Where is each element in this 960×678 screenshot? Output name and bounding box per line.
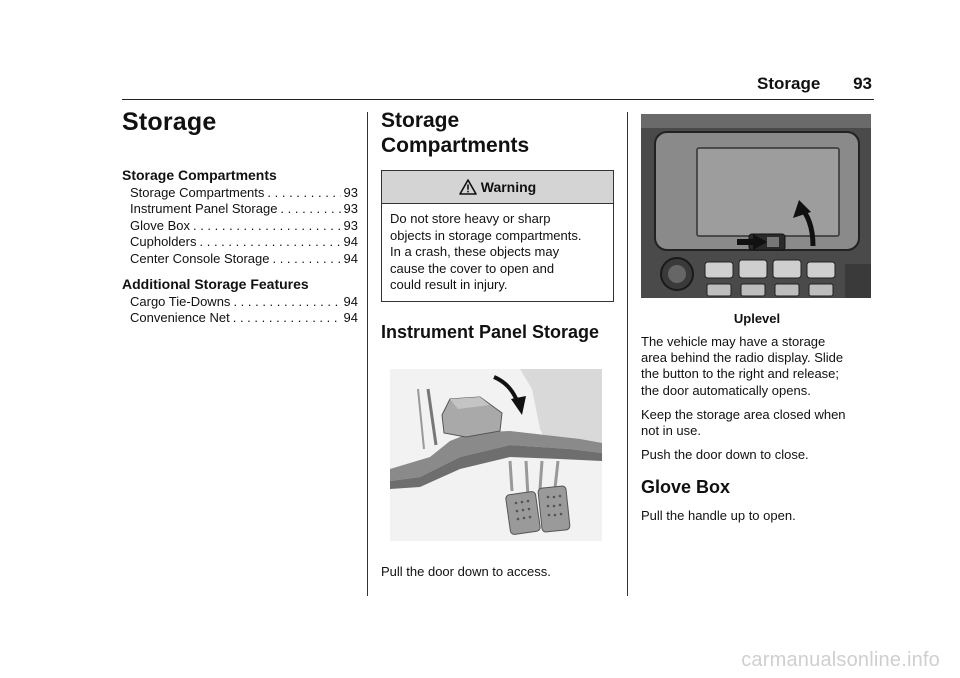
- warning-line: Do not store heavy or sharp: [390, 211, 551, 226]
- subsection-heading: Glove Box: [641, 477, 731, 498]
- paragraph-line: The vehicle may have a storage: [641, 334, 826, 349]
- toc-entry[interactable]: Instrument Panel Storage 93: [130, 201, 358, 217]
- toc-leader: [233, 310, 341, 326]
- paragraph-line: Keep the storage area closed when: [641, 406, 846, 422]
- toc-leader: [233, 294, 340, 310]
- running-header-section: Storage: [757, 74, 821, 93]
- chapter-title: Storage: [122, 108, 217, 136]
- subsection-heading: Instrument Panel Storage: [381, 321, 600, 342]
- toc-entry-page: 93: [343, 217, 358, 233]
- toc-entry[interactable]: Convenience Net 94: [130, 310, 358, 326]
- toc-leader: [200, 234, 341, 250]
- toc-list: Cargo Tie-Downs 94 Convenience Net 94: [130, 294, 358, 327]
- column-divider-2: [627, 112, 628, 596]
- toc-entry-label: Storage Compartments: [130, 185, 265, 200]
- chapter-toc-column: Storage Storage Compartments Storage Com…: [122, 108, 358, 336]
- toc-entry-page: 94: [343, 310, 358, 326]
- paragraph-line: not in use.: [641, 423, 701, 439]
- instrument-panel-storage-illustration: [390, 368, 602, 541]
- page-number: 93: [853, 74, 872, 93]
- toc-leader: [280, 201, 340, 217]
- running-header: Storage 93: [757, 74, 872, 94]
- toc-entry-page: 93: [343, 185, 358, 200]
- toc-group-heading: Additional Storage Features: [122, 276, 309, 293]
- toc-entry-page: 94: [343, 234, 358, 250]
- section-heading-line: Compartments: [381, 134, 530, 157]
- warning-box: Warning Do not store heavy or sharp obje…: [381, 170, 614, 302]
- radio-display-storage-illustration: [641, 114, 871, 298]
- toc-leader: [267, 185, 340, 201]
- warning-body: Do not store heavy or sharp objects in s…: [382, 204, 613, 301]
- paragraph-line: Push the door down to close.: [641, 447, 809, 463]
- paragraph-line: the door automatically opens.: [641, 382, 811, 398]
- toc-entry-page: 93: [343, 201, 358, 217]
- toc-entry-label: Instrument Panel Storage: [130, 201, 278, 217]
- body-paragraph: Pull the handle up to open.: [641, 508, 796, 524]
- toc-entry-label: Glove Box: [130, 217, 190, 233]
- warning-header: Warning: [382, 171, 613, 204]
- toc-entry-page: 94: [343, 250, 358, 266]
- toc-entry[interactable]: Cupholders 94: [130, 234, 358, 250]
- section-heading-line: Storage: [381, 109, 460, 132]
- warning-triangle-icon: [458, 179, 477, 195]
- toc-list: Storage Compartments 93 Instrument Panel …: [130, 185, 358, 267]
- toc-entry-page: 94: [343, 294, 358, 310]
- header-rule: [122, 99, 874, 100]
- warning-line: objects in storage compartments.: [390, 227, 582, 243]
- figure-label: Uplevel: [733, 311, 781, 326]
- toc-leader: [272, 251, 340, 267]
- section-heading: Storage Compartments: [381, 108, 614, 158]
- body-paragraph: The vehicle may have a storage area behi…: [641, 334, 873, 399]
- toc-entry[interactable]: Center Console Storage 94: [130, 251, 358, 267]
- watermark-text: carmanualsonline.info: [741, 649, 940, 671]
- body-paragraph: Keep the storage area closed when not in…: [641, 407, 873, 439]
- toc-entry-label: Cargo Tie-Downs: [130, 294, 231, 310]
- toc-entry-label: Cupholders: [130, 234, 197, 250]
- body-paragraph: Push the door down to close.: [641, 447, 873, 463]
- figure-caption: Pull the door down to access.: [381, 563, 551, 579]
- toc-entry[interactable]: Storage Compartments 93: [130, 185, 358, 201]
- toc-entry-label: Convenience Net: [130, 310, 230, 326]
- warning-line: cause the cover to open and: [390, 260, 555, 276]
- toc-entry[interactable]: Glove Box 93: [130, 218, 358, 234]
- toc-leader: [193, 218, 341, 234]
- paragraph-line: area behind the radio display. Slide: [641, 350, 844, 366]
- toc-entry[interactable]: Cargo Tie-Downs 94: [130, 294, 358, 310]
- warning-line: In a crash, these objects may: [390, 244, 560, 260]
- warning-title: Warning: [480, 179, 537, 195]
- toc-group-heading: Storage Compartments: [122, 167, 277, 183]
- radio-storage-column: Uplevel The vehicle may have a storage a…: [641, 114, 873, 533]
- column-divider-1: [367, 112, 368, 596]
- storage-compartments-column: Storage Compartments Warning Do not stor…: [381, 108, 614, 579]
- paragraph-line: the button to the right and release;: [641, 366, 840, 382]
- warning-line: could result in injury.: [390, 277, 508, 293]
- toc-entry-label: Center Console Storage: [130, 250, 270, 266]
